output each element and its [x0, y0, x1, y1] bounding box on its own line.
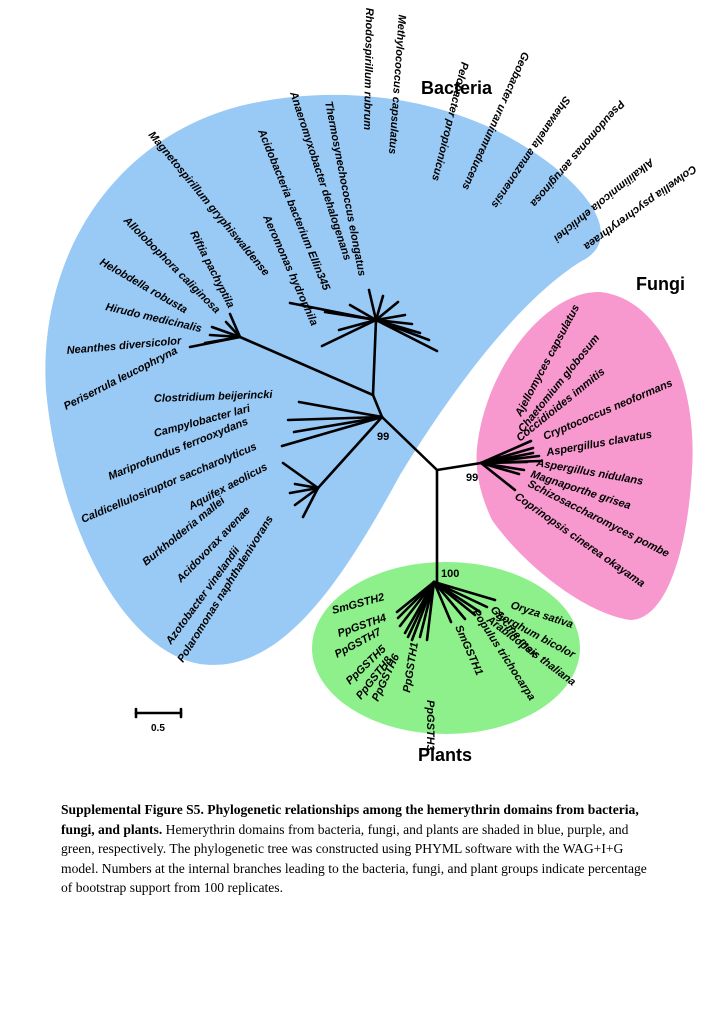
- branch-ppgsth7: [398, 580, 436, 628]
- fungi-shading: [476, 291, 693, 620]
- branch-pelobacter-propionicus: [374, 300, 400, 322]
- leaf-clostridium-beijerincki: Clostridium beijerincki: [154, 389, 274, 405]
- branch-geobacter-uraniumreducens: [374, 313, 407, 322]
- branch-riftia-pachyptila: [228, 312, 242, 339]
- branch-smgsth1: [432, 580, 453, 624]
- bacteria-shading: [45, 94, 601, 665]
- branch-helobdella-robusta: [210, 325, 242, 339]
- branch-periserrula-leucophryna: [188, 335, 242, 349]
- caption-body: Hemerythrin domains from bacteria, fungi…: [61, 821, 647, 896]
- branch-bacteria-lower: [316, 415, 384, 490]
- branch-anaeromyxobacter-dehalogenans: [323, 310, 378, 322]
- branch-polaromonas-naphthalenivorans: [301, 486, 320, 519]
- branch-schizosaccharomyces-pombe: [479, 461, 521, 476]
- bacteria-label: Bacteria: [421, 78, 493, 98]
- branch-methylococcus-capsulatus: [374, 294, 385, 322]
- branch-coprinopsis-cinerea-okayama: [479, 461, 517, 492]
- branch-clostridium-beijerincki: [297, 400, 384, 419]
- branch-aspergillus-nidulans: [479, 460, 529, 465]
- branch-azotobacter-vinelandii: [293, 486, 320, 507]
- branch-allolobophora-caliginosa: [224, 320, 242, 339]
- branch-rhodospirillum-rubrum: [367, 288, 378, 322]
- branch-proteobacteria-clade: [371, 318, 378, 397]
- branch-acidovorax-avenae: [288, 486, 320, 495]
- leaf-ppgsth3: PpGSTH3: [424, 700, 436, 751]
- plants-shading: [312, 562, 580, 734]
- figure-caption: Supplemental Figure S5. Phylogenetic rel…: [61, 800, 661, 898]
- bootstrap-plants: 100: [441, 568, 459, 580]
- branch-aeromonas-hydrophila: [320, 318, 378, 348]
- scale-bar: 0.5: [134, 707, 183, 734]
- branch-bacteria-upper: [371, 393, 384, 419]
- branch-populus-trichocarpa: [432, 580, 467, 621]
- fungi-label: Fungi: [636, 274, 685, 294]
- branch-campylobacter-lari: [286, 415, 384, 422]
- tree-branches: [188, 288, 543, 642]
- branch-annelid-clade: [238, 335, 375, 397]
- branch-fungi: [435, 461, 483, 472]
- bootstrap-fungi: 99: [466, 472, 478, 484]
- bootstrap-bacteria: 99: [377, 431, 389, 443]
- branch-sorghum-bicolor: [432, 580, 489, 609]
- branch-thermosynechococcus-elongatus: [348, 303, 378, 322]
- branch-oryza-sativa: [432, 580, 497, 602]
- branch-burkholderia-mallei: [293, 482, 320, 490]
- branch-bacteria: [380, 415, 439, 472]
- scale-bar-label: 0.5: [151, 723, 165, 734]
- branch-ppgsth3: [425, 580, 436, 642]
- leaf-rhodospirillum-rubrum: Rhodospirillum rubrum: [361, 8, 375, 131]
- caption-title: Supplemental Figure S5. Phylogenetic rel…: [61, 802, 639, 837]
- branch-aquifex-aeolicus: [281, 461, 320, 490]
- plants-label: Plants: [418, 745, 472, 765]
- branch-caldicellulosiruptor-saccharolyticus: [280, 415, 384, 448]
- branch-colwellia-psychrerythraea: [374, 318, 439, 353]
- branch-mariprofundus-ferrooxydans: [292, 415, 384, 434]
